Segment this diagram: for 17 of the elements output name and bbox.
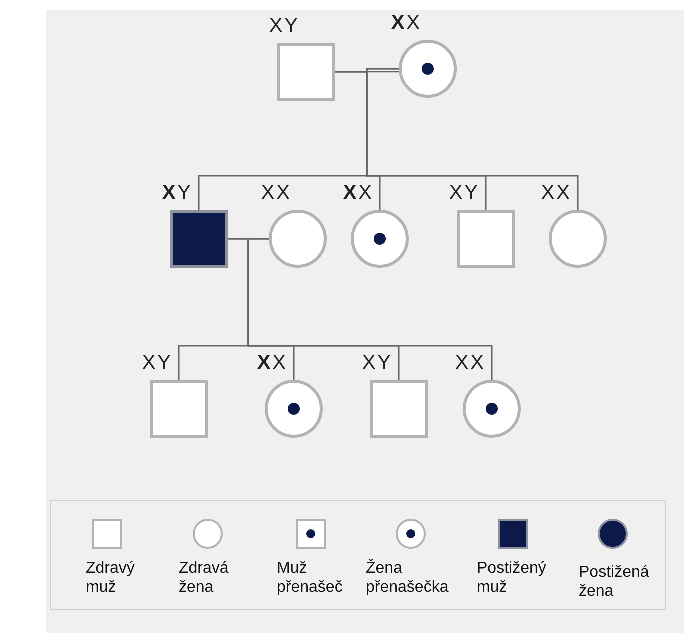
genotype-label: XX [391,12,422,34]
genotype-label: XY [142,352,173,374]
genotype-label: XY [362,352,393,374]
genotype-label: XY [449,182,480,204]
genotype-label: XX [257,352,288,374]
genotype-label: XX [343,182,374,204]
legend-text: Muž přenašeč [277,559,343,597]
genotype-label: XX [541,182,572,204]
legend-text: Postižená žena [579,563,650,601]
legend-text: Žena přenašečka [366,559,449,597]
legend-text: Zdravá žena [179,559,229,597]
genotype-label: XX [455,352,486,374]
legend-text: Postižený muž [477,559,546,597]
legend-text: Zdravý muž [86,559,135,597]
genotype-label: XY [269,15,300,37]
genotype-label: XY [162,182,193,204]
genotype-label: XX [261,182,292,204]
